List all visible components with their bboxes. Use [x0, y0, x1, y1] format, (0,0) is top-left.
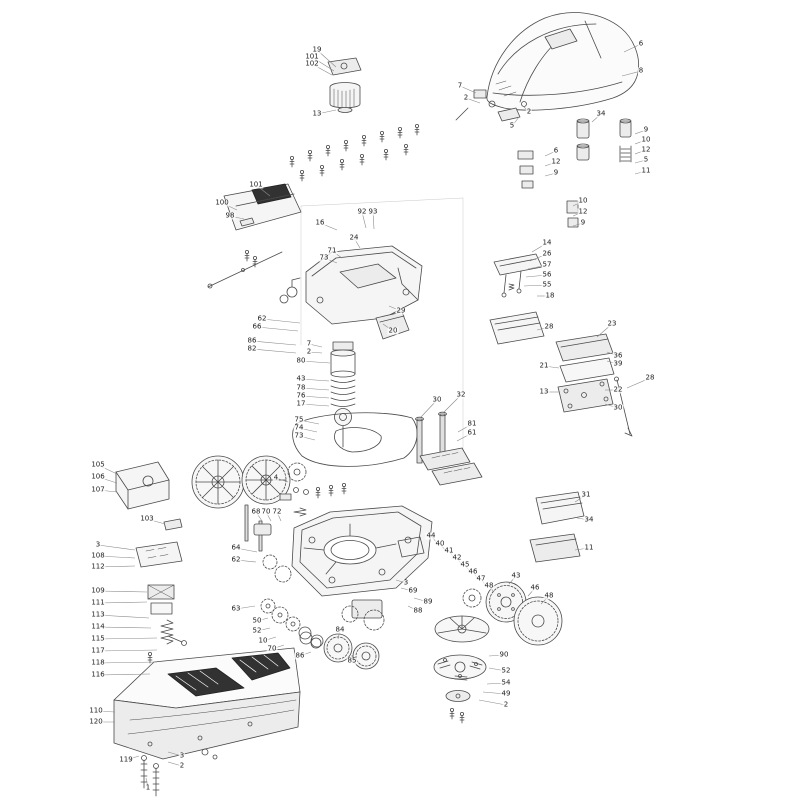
- top-shell-cover: [486, 12, 640, 111]
- center-wheels-gearbox: [299, 599, 385, 670]
- left-electronics: [135, 541, 187, 674]
- upper-chassis-body: [279, 245, 423, 340]
- bottom-long-screws: [140, 755, 160, 797]
- antenna-rod: [207, 251, 283, 289]
- charge-contact-assembly: [493, 253, 543, 298]
- battery-pack-and-tray: [529, 491, 585, 563]
- base-cover-panel: [113, 647, 301, 760]
- deck-gasket: [292, 412, 418, 467]
- fan-motor-assembly: [327, 57, 362, 113]
- rear-drive-wheels: [462, 581, 563, 646]
- screw-row: [289, 124, 420, 182]
- lower-chassis-pan: [291, 505, 433, 597]
- mid-hardware-row: [279, 482, 347, 517]
- right-covers-and-plate: [555, 333, 633, 437]
- left-housing-box: [115, 461, 183, 531]
- upper-cover-panel: [223, 183, 302, 268]
- spring-motor-stack: [330, 341, 356, 448]
- pins-and-pcbs: [415, 411, 483, 486]
- right-side-fasteners: [517, 118, 632, 228]
- battery-box: [489, 311, 545, 345]
- left-gear-train: [253, 523, 324, 648]
- blade-disc-assembly: [433, 615, 490, 724]
- front-spoked-wheels: [191, 455, 307, 552]
